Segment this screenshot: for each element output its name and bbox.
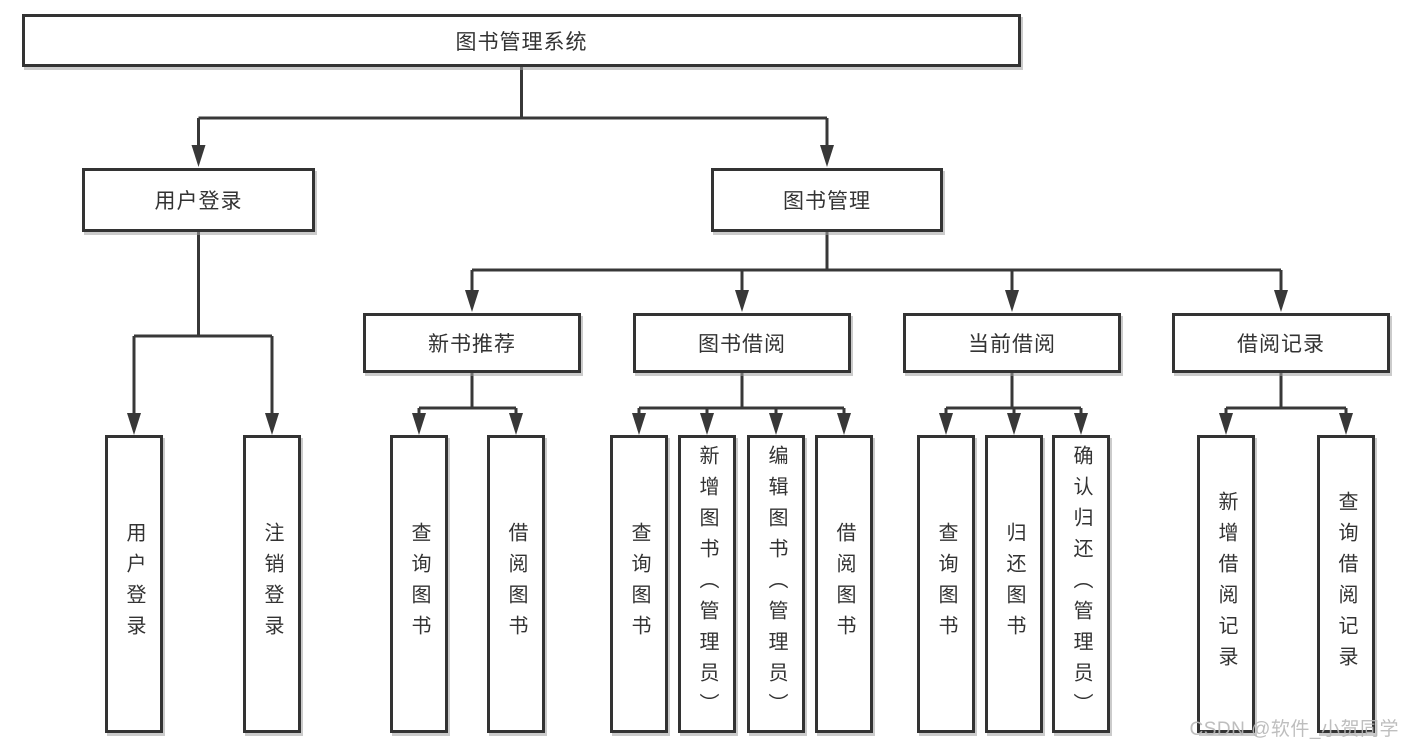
node-root-system: 图书管理系统 <box>22 14 1021 67</box>
node-label: 图书管理 <box>783 190 871 213</box>
leaf-query-borrow-record: 查询借阅记录 <box>1317 435 1375 733</box>
leaf-borrow-books-1: 借阅图书 <box>487 435 545 733</box>
leaf-label: 新增借阅记录 <box>1215 491 1237 677</box>
leaf-query-books-1: 查询图书 <box>390 435 448 733</box>
node-label: 借阅记录 <box>1237 333 1325 356</box>
node-label: 当前借阅 <box>968 333 1056 356</box>
node-book-management-module: 图书管理 <box>711 168 943 232</box>
leaf-label: 查询图书 <box>408 522 430 646</box>
leaf-label: 新增图书（管理员） <box>696 444 718 724</box>
leaf-borrow-books-2: 借阅图书 <box>815 435 873 733</box>
node-root-label: 图书管理系统 <box>455 30 588 54</box>
leaf-label: 注销登录 <box>261 522 283 646</box>
node-new-book-recommend: 新书推荐 <box>363 313 581 373</box>
leaf-label: 查询图书 <box>628 522 650 646</box>
node-current-borrow: 当前借阅 <box>903 313 1121 373</box>
node-user-login-module: 用户登录 <box>82 168 315 232</box>
leaf-label: 借阅图书 <box>833 522 855 646</box>
node-borrow-records: 借阅记录 <box>1172 313 1390 373</box>
leaf-query-books-3: 查询图书 <box>917 435 975 733</box>
leaf-confirm-return-admin: 确认归还（管理员） <box>1052 435 1110 733</box>
leaf-return-book: 归还图书 <box>985 435 1043 733</box>
leaf-logout: 注销登录 <box>243 435 301 733</box>
leaf-query-books-2: 查询图书 <box>610 435 668 733</box>
leaf-label: 编辑图书（管理员） <box>765 444 787 724</box>
node-book-borrow: 图书借阅 <box>633 313 851 373</box>
leaf-add-borrow-record: 新增借阅记录 <box>1197 435 1255 733</box>
leaf-add-book-admin: 新增图书（管理员） <box>678 435 736 733</box>
leaf-label: 查询图书 <box>935 522 957 646</box>
leaf-edit-book-admin: 编辑图书（管理员） <box>747 435 805 733</box>
leaf-label: 确认归还（管理员） <box>1070 444 1092 724</box>
leaf-user-login: 用户登录 <box>105 435 163 733</box>
node-label: 用户登录 <box>154 190 243 213</box>
leaf-label: 用户登录 <box>123 522 145 646</box>
node-label: 新书推荐 <box>428 333 516 356</box>
node-label: 图书借阅 <box>698 333 786 356</box>
leaf-label: 查询借阅记录 <box>1335 491 1357 677</box>
arrowheads <box>127 145 1353 435</box>
leaf-label: 归还图书 <box>1003 522 1025 646</box>
leaf-label: 借阅图书 <box>505 522 527 646</box>
